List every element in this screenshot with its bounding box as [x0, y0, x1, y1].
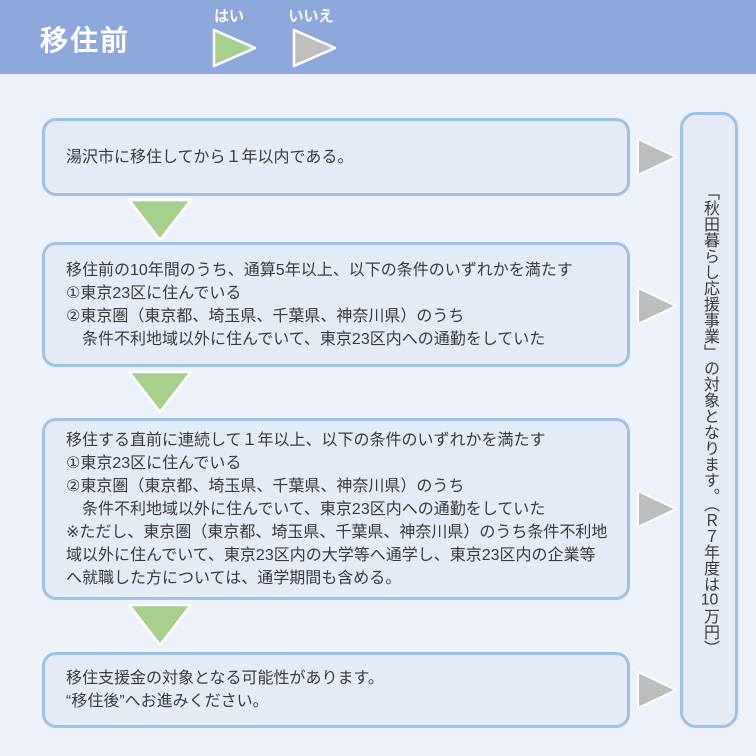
- flow-step-1-box: 湯沢市に移住してから１年以内である。: [42, 118, 630, 196]
- legend-yes-label: はい: [213, 8, 244, 25]
- result-sidebar-text: 「秋田暮らし応援事業」の対象となります。（Ｒ７年度は10万円）: [700, 184, 719, 656]
- text-line: 条件不利地域以外に住んでいて、東京23区内への通勤をしていた: [66, 500, 546, 518]
- green-down-triangle-icon: [127, 370, 193, 414]
- text-line: ①東京23区に住んでいる: [66, 284, 242, 302]
- text-line: 移住前の10年間のうち、通算5年以上、以下の条件のいずれかを満たす: [66, 261, 573, 279]
- result-sidebar-box: 「秋田暮らし応援事業」の対象となります。（Ｒ７年度は10万円）: [680, 112, 738, 728]
- text-line: 移住支援金の対象となる可能性があります。: [66, 670, 384, 687]
- flow-step-3-box: 移住する直前に連続して１年以上、以下の条件のいずれかを満たす ①東京23区に住んで…: [42, 418, 630, 600]
- gray-right-triangle-icon: [637, 671, 677, 709]
- page-title: 移住前: [40, 25, 131, 56]
- text-line: 移住する直前に連続して１年以上、以下の条件のいずれかを満たす: [66, 431, 546, 449]
- text-line: ※ただし、東京圏（東京都、埼玉県、千葉県、神奈川県）のうち条件不利地: [66, 523, 608, 541]
- text-line: ①東京23区に住んでいる: [66, 454, 242, 472]
- text-line: へ就職した方については、通学期間も含める。: [66, 569, 402, 587]
- green-down-triangle-icon: [127, 603, 193, 647]
- text-line: “移住後”へお進みください。: [66, 693, 269, 710]
- text-line: 湯沢市に移住してから１年以内である。: [66, 148, 354, 166]
- green-down-triangle-icon: [127, 198, 193, 242]
- sidebar-text-amount: 10: [700, 592, 719, 608]
- text-line: ②東京圏（東京都、埼玉県、千葉県、神奈川県）のうち: [66, 477, 465, 495]
- text-line: 域以外に住んでいて、東京23区内の大学等へ通学し、東京23区内の企業等: [66, 546, 596, 564]
- sidebar-text-end: 万円）: [701, 608, 718, 656]
- text-line: ②東京圏（東京都、埼玉県、千葉県、神奈川県）のうち: [66, 307, 465, 325]
- header-bar: 移住前 はい いいえ: [0, 0, 756, 74]
- gray-right-triangle-icon: [292, 28, 337, 68]
- sidebar-text-start: 「秋田暮らし応援事業」の対象となります。（Ｒ７年度は: [701, 184, 718, 592]
- text-line: 条件不利地域以外に住んでいて、東京23区内への通勤をしていた: [66, 330, 546, 348]
- flow-step-2-box: 移住前の10年間のうち、通算5年以上、以下の条件のいずれかを満たす ①東京23区に…: [42, 242, 630, 367]
- legend-no-label: いいえ: [288, 8, 334, 25]
- green-right-triangle-icon: [212, 28, 257, 68]
- flow-step-4-box: 移住支援金の対象となる可能性があります。 “移住後”へお進みください。: [42, 652, 630, 728]
- gray-right-triangle-icon: [637, 287, 677, 325]
- gray-right-triangle-icon: [637, 490, 677, 528]
- gray-right-triangle-icon: [637, 138, 677, 176]
